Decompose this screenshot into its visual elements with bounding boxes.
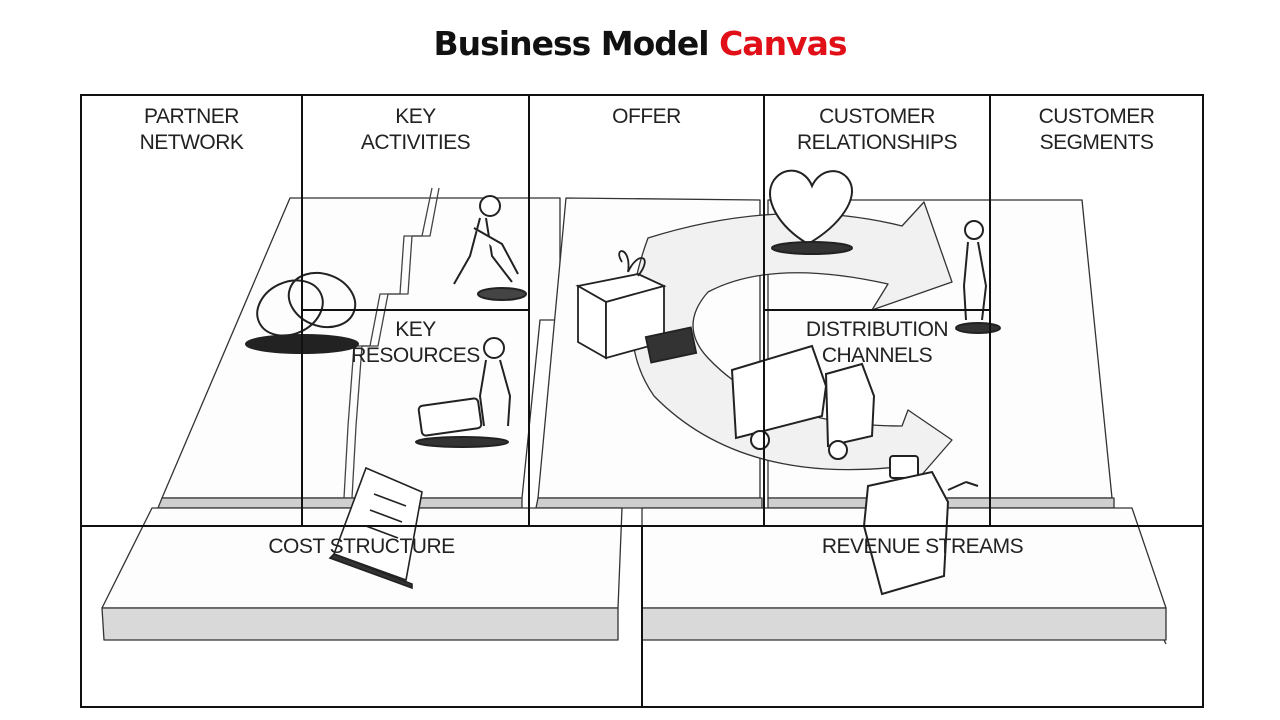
person-with-box-icon <box>415 337 512 448</box>
revenue-streams-label: REVENUE STREAMS <box>821 535 1024 558</box>
flow-arrow <box>630 201 953 487</box>
page-title: Business Model Canvas <box>0 24 1280 63</box>
title-main: Business Model <box>433 24 710 63</box>
gift-box-icon <box>575 250 698 364</box>
divider-cost-revenue <box>641 527 643 706</box>
heart-icon <box>769 169 853 255</box>
divider-v4 <box>989 96 991 526</box>
person-icon <box>955 220 1001 334</box>
divider-top-bottom <box>82 525 1202 527</box>
person-digging-icon <box>453 195 527 301</box>
divider-v3 <box>763 96 765 526</box>
divider-activities-resources <box>301 309 530 311</box>
divider-v2 <box>528 96 530 526</box>
canvas-sketch <box>101 169 1167 645</box>
divider-v1 <box>301 96 303 526</box>
divider-relationships-channels <box>763 309 991 311</box>
delivery-truck-icon <box>730 344 876 460</box>
title-accent: Canvas <box>719 24 847 63</box>
offer-label: OFFER <box>612 105 681 128</box>
cost-structure-label: COST STRUCTURE <box>268 535 455 558</box>
